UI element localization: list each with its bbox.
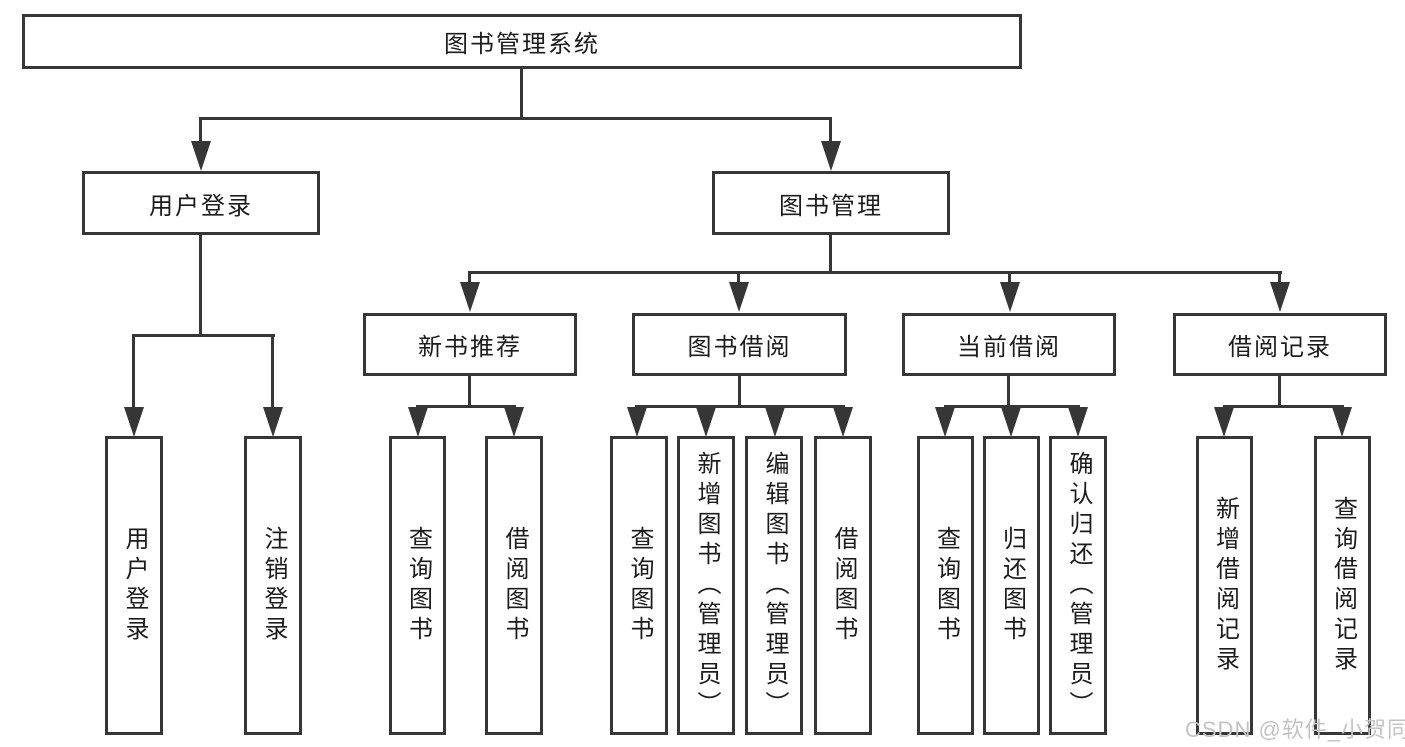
arrow-down-icon (191, 141, 211, 171)
leaf-query-borrow-record: 查询借阅记录 (1314, 436, 1371, 735)
connector-management-bar (468, 271, 1282, 274)
leaf-query-books-current: 查询图书 (917, 436, 974, 735)
connector-currentborrow-bar (944, 405, 1080, 408)
leaf-label: 查询图书 (404, 525, 432, 646)
leaf-label: 查询借阅记录 (1329, 495, 1357, 676)
node-library-management-system: 图书管理系统 (22, 14, 1022, 69)
connector-login-stem (199, 234, 202, 335)
node-current-borrow: 当前借阅 (902, 313, 1116, 376)
arrow-down-icon (1270, 282, 1290, 312)
leaf-user-login: 用户登录 (105, 436, 163, 735)
arrow-down-icon (408, 407, 428, 437)
node-new-book-recommend: 新书推荐 (363, 313, 577, 376)
leaf-query-books-recommend: 查询图书 (389, 436, 446, 735)
arrow-down-icon (935, 407, 955, 437)
connector-root-bar (199, 117, 832, 120)
arrow-down-icon (696, 407, 716, 437)
connector-to-book-management (829, 119, 832, 142)
connector-management-stem (829, 234, 832, 273)
node-label: 图书管理 (779, 192, 883, 220)
leaf-query-books-borrow: 查询图书 (610, 436, 668, 735)
arrow-down-icon (1332, 407, 1352, 437)
arrow-down-icon (729, 282, 749, 312)
leaf-label: 注销登录 (260, 525, 287, 646)
leaf-borrow-books: 借阅图书 (814, 436, 872, 735)
leaf-label: 编辑图书（管理员） (761, 450, 788, 721)
connector-records-stem (1278, 375, 1281, 406)
connector-bookborrow-stem (738, 375, 741, 406)
arrow-down-icon (1068, 407, 1088, 437)
connector-to-borrow-records (1278, 273, 1281, 283)
node-borrow-records: 借阅记录 (1173, 313, 1387, 376)
arrow-down-icon (124, 407, 144, 437)
connector-newbook-bar (416, 405, 516, 408)
connector-bookborrow-bar (635, 405, 845, 408)
leaf-label: 用户登录 (121, 525, 148, 646)
node-book-borrow: 图书借阅 (632, 313, 847, 376)
node-label: 借阅记录 (1228, 334, 1332, 361)
arrow-down-icon (460, 282, 480, 312)
leaf-label: 归还图书 (998, 525, 1026, 646)
leaf-confirm-return-admin: 确认归还（管理员） (1049, 436, 1107, 735)
leaf-label: 新增图书（管理员） (693, 450, 720, 721)
leaf-add-book-admin: 新增图书（管理员） (677, 436, 735, 735)
connector-to-user-login (199, 119, 202, 142)
arrow-down-icon (263, 407, 283, 437)
leaf-label: 借阅图书 (501, 525, 528, 646)
csdn-watermark: CSDN @软件_小贺同学 (1185, 717, 1405, 742)
leaf-add-borrow-record: 新增借阅记录 (1196, 436, 1253, 735)
connector-to-current-borrow (1008, 273, 1011, 283)
connector-to-leaf-user-login (132, 336, 135, 408)
connector-login-bar (132, 334, 275, 337)
arrow-down-icon (1001, 407, 1021, 437)
leaf-edit-book-admin: 编辑图书（管理员） (745, 436, 803, 735)
arrow-down-icon (627, 407, 647, 437)
connector-to-book-borrow (737, 273, 740, 283)
leaf-borrow-books-recommend: 借阅图书 (485, 436, 543, 735)
connector-to-leaf-logout (271, 336, 274, 408)
arrow-down-icon (504, 407, 524, 437)
leaf-label: 查询图书 (626, 525, 653, 646)
node-label: 当前借阅 (957, 334, 1061, 361)
leaf-label: 查询图书 (932, 525, 960, 646)
node-label: 图书管理系统 (444, 31, 600, 58)
arrow-down-icon (1000, 282, 1020, 312)
leaf-label: 新增借阅记录 (1211, 495, 1239, 676)
connector-newbook-stem (468, 375, 471, 406)
leaf-label: 借阅图书 (830, 525, 857, 646)
connector-currentborrow-stem (1007, 375, 1010, 406)
node-book-management: 图书管理 (712, 171, 950, 235)
arrow-down-icon (821, 141, 841, 171)
leaf-label: 确认归还（管理员） (1065, 450, 1092, 721)
connector-records-bar (1223, 405, 1344, 408)
connector-root-stem (520, 69, 523, 119)
node-user-login: 用户登录 (82, 171, 320, 235)
node-label: 图书借阅 (687, 334, 792, 361)
node-label: 新书推荐 (418, 334, 522, 361)
arrow-down-icon (833, 407, 853, 437)
arrow-down-icon (765, 407, 785, 437)
connector-to-new-book (468, 273, 471, 283)
leaf-logout: 注销登录 (244, 436, 302, 735)
arrow-down-icon (1214, 407, 1234, 437)
node-label: 用户登录 (149, 192, 253, 220)
leaf-return-book: 归还图书 (983, 436, 1040, 735)
